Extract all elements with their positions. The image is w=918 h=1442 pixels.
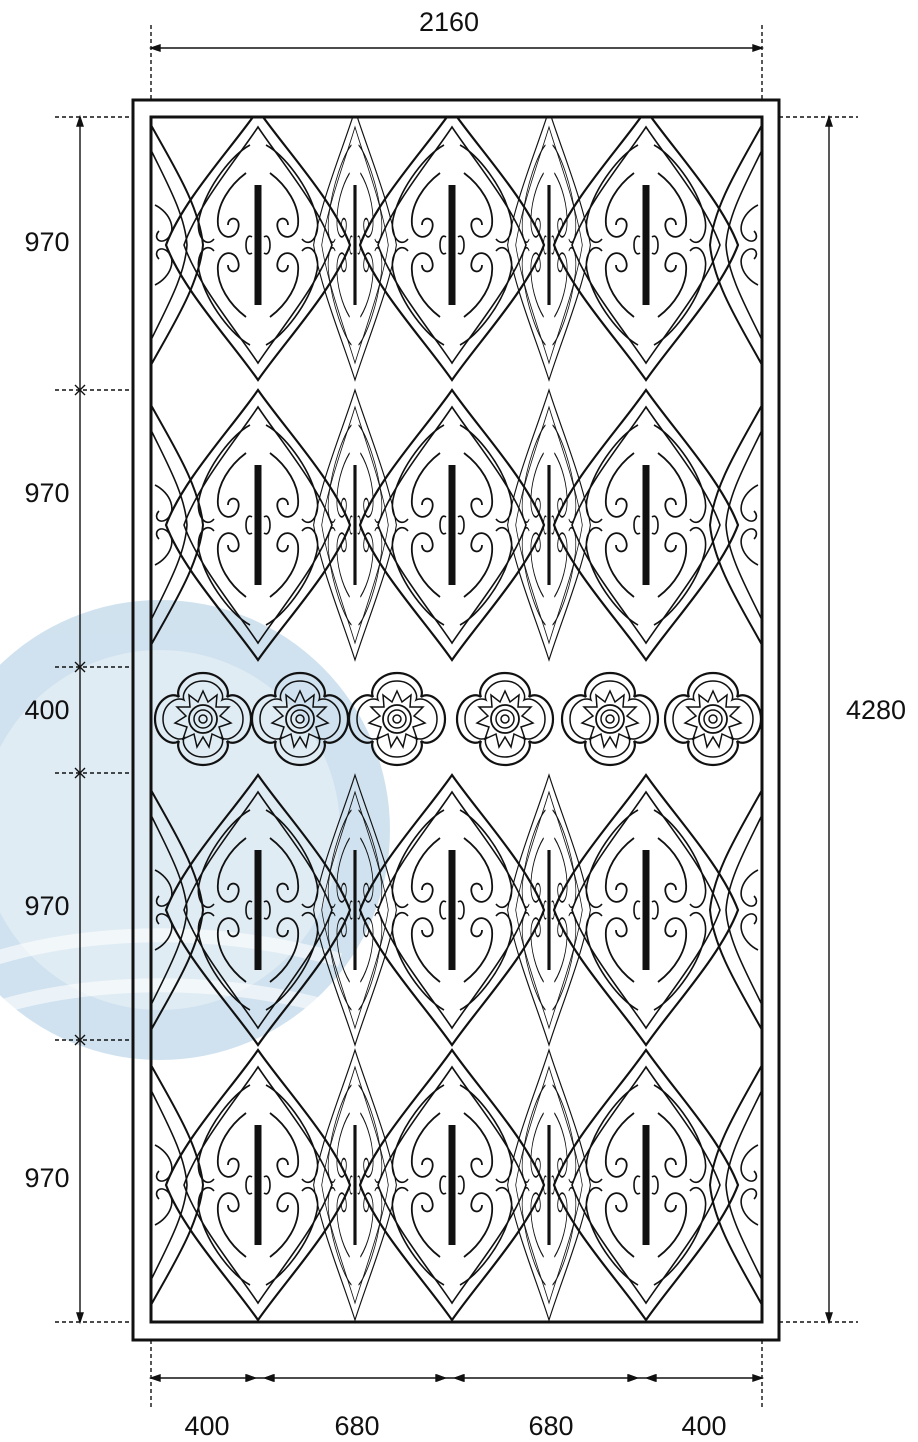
- ornament-row-2: [151, 388, 762, 662]
- dim-row-3-label: 400: [24, 695, 69, 725]
- dim-row-2-label: 970: [24, 478, 69, 508]
- dim-col-4-label: 400: [681, 1411, 726, 1441]
- ornament-row-4: [151, 1048, 762, 1322]
- dim-row-5-label: 970: [24, 1163, 69, 1193]
- outer-frame: [131, 98, 781, 1342]
- dim-col-3-label: 680: [528, 1411, 573, 1441]
- dim-top-width: [148, 25, 765, 100]
- dim-top-width-label: 2160: [419, 7, 479, 37]
- dim-col-2-label: 680: [334, 1411, 379, 1441]
- dim-right-height-label: 4280: [846, 695, 906, 725]
- dim-right-height: [779, 114, 858, 1325]
- dim-row-1-label: 970: [24, 227, 69, 257]
- dim-col-1-label: 400: [184, 1411, 229, 1441]
- dim-row-4-label: 970: [24, 891, 69, 921]
- ornament-pattern: [151, 117, 762, 1322]
- dim-left-rows: [55, 114, 133, 1325]
- ornament-row-1: [151, 117, 762, 382]
- watermark-seal: [0, 600, 390, 1060]
- dim-bottom-columns: [148, 1340, 765, 1410]
